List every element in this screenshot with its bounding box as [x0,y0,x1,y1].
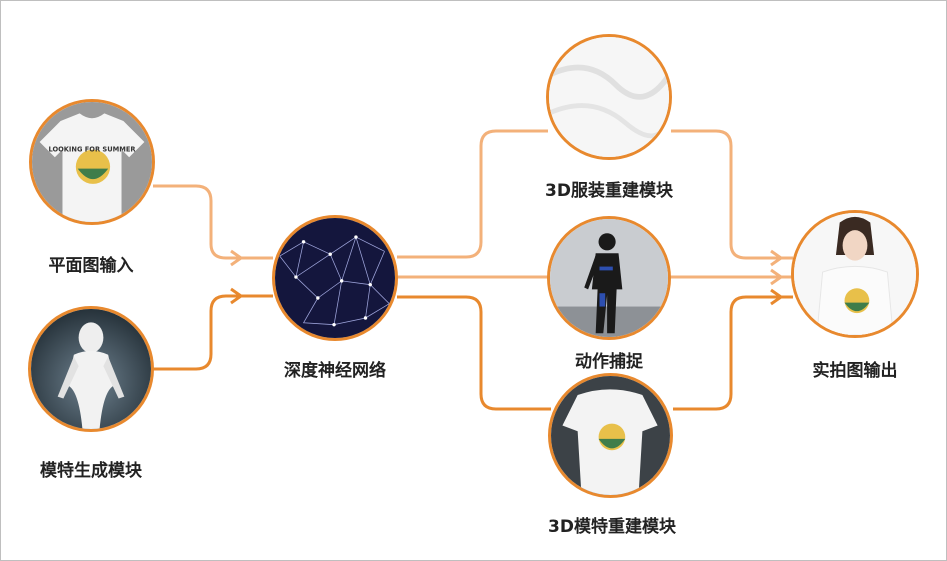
arrowhead [230,287,244,305]
motion-capture-figure-icon [550,219,668,337]
tshirt-flat-icon: LOOKING FOR SUMMER [32,102,152,222]
flat-input-node: LOOKING FOR SUMMER [29,99,155,225]
arrowhead [770,249,784,267]
model-gen-label: 模特生成模块 [40,461,142,481]
garment-3d-node [546,34,672,160]
arrowhead [770,288,784,306]
output-label: 实拍图输出 [812,361,898,381]
model-wearing-shirt-icon [551,376,670,495]
motion-label: 动作捕捉 [575,352,643,372]
mannequin-icon [31,309,151,429]
flat-input-label: 平面图输入 [48,256,134,276]
motion-node [547,216,671,340]
model-3d-label: 3D模特重建模块 [548,517,676,537]
output-node [791,210,919,338]
connector-model-to-net [153,294,273,371]
connector-net-to-model3d [397,295,551,411]
arrowhead [230,249,244,267]
neural-mesh-icon [275,218,395,338]
connector-flat-to-net [153,184,273,260]
connector-model3d-to-output [673,295,793,411]
white-fabric-icon [549,37,669,157]
garment-3d-label: 3D服装重建模块 [545,181,673,201]
photo-model-icon [794,213,916,335]
svg-text:LOOKING FOR SUMMER: LOOKING FOR SUMMER [48,146,135,154]
neural-net-label: 深度神经网络 [284,361,386,381]
arrowhead [770,268,784,286]
connector-garment-to-output [671,129,793,260]
model-3d-node [548,373,673,498]
connector-net-to-garment [397,129,548,259]
neural-net-node [272,215,398,341]
model-gen-node [28,306,154,432]
